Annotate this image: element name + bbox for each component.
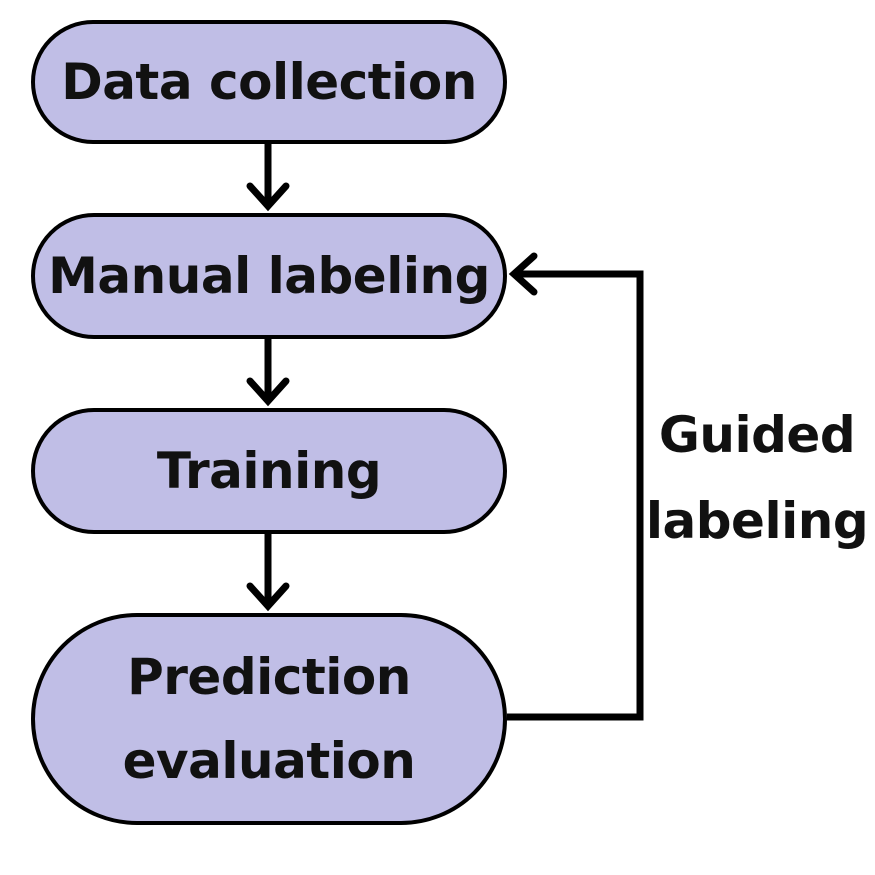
node-data-collection-label: Data collection bbox=[61, 53, 477, 111]
arrow-feedback-guided-labeling bbox=[507, 252, 644, 721]
arrow-training-to-prediction-evaluation bbox=[246, 533, 290, 612]
node-training-label: Training bbox=[156, 442, 382, 500]
node-training: Training bbox=[31, 408, 507, 534]
node-manual-labeling-label: Manual labeling bbox=[48, 247, 490, 305]
arrow-manual-labeling-to-training bbox=[246, 338, 290, 407]
arrow-data-collection-to-manual-labeling bbox=[246, 143, 290, 212]
node-manual-labeling: Manual labeling bbox=[31, 213, 507, 339]
node-prediction-evaluation: Prediction evaluation bbox=[31, 613, 507, 825]
node-prediction-evaluation-label: Prediction evaluation bbox=[122, 648, 416, 790]
guided-labeling-label: Guided labeling bbox=[645, 406, 869, 550]
node-data-collection: Data collection bbox=[31, 20, 507, 144]
